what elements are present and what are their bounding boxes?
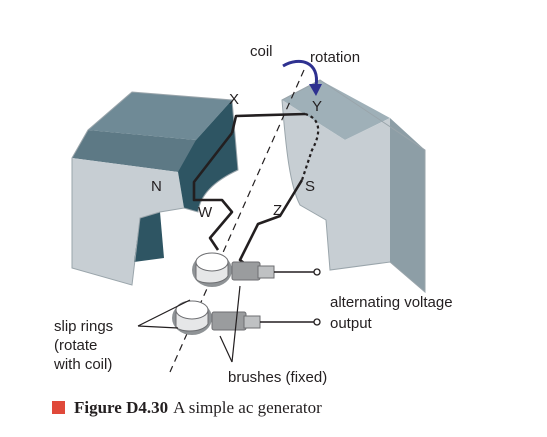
slip-ring-upper	[192, 252, 232, 287]
figure-title: A simple ac generator	[173, 398, 322, 417]
figure-number: Figure D4.30	[74, 398, 169, 417]
coil-back-segment	[300, 112, 320, 181]
rotation-arrow-icon	[282, 59, 318, 87]
rotation-label: rotation	[310, 49, 360, 66]
brush-lower	[211, 311, 321, 331]
corner-y-label: Y	[312, 98, 322, 115]
slip-ring-lower	[172, 300, 212, 335]
brush-upper	[231, 261, 321, 281]
south-magnet	[281, 79, 426, 294]
slip-rings-with-coil-label: with coil)	[53, 356, 112, 373]
corner-x-label: X	[229, 91, 239, 108]
brushes-label: brushes (fixed)	[228, 369, 327, 386]
corner-w-label: W	[198, 204, 213, 221]
alternating-voltage-label: alternating voltage	[330, 294, 453, 311]
corner-z-label: Z	[273, 202, 282, 219]
slip-rings-rotate-label: (rotate	[54, 337, 97, 354]
caption-marker-icon	[52, 401, 65, 414]
slip-rings-label: slip rings	[54, 318, 113, 335]
south-pole-label: S	[305, 178, 315, 195]
north-pole-label: N	[151, 178, 162, 195]
leader-lines	[137, 285, 241, 363]
coil-label: coil	[250, 43, 273, 60]
output-label: output	[330, 315, 373, 332]
rotation-arrowhead-icon	[309, 84, 322, 96]
